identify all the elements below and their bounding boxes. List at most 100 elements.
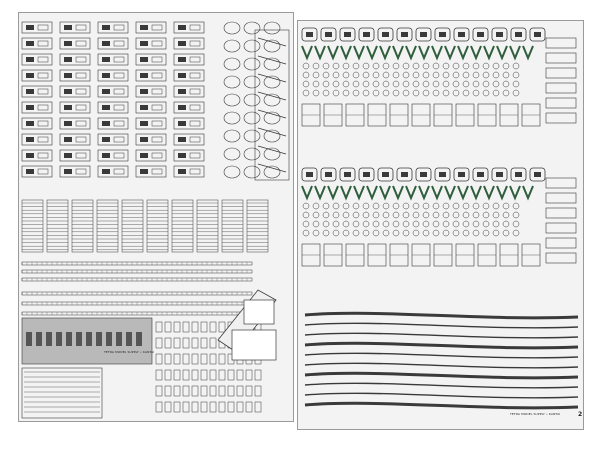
etched-part bbox=[37, 88, 49, 95]
deck-block bbox=[126, 332, 132, 346]
etched-part bbox=[21, 149, 53, 162]
deck-block bbox=[46, 332, 52, 346]
etched-part bbox=[173, 321, 181, 333]
etched-part bbox=[415, 27, 432, 42]
etched-part bbox=[102, 121, 110, 126]
etched-part bbox=[332, 89, 340, 97]
etched-part bbox=[402, 71, 410, 79]
etched-part bbox=[64, 137, 72, 142]
etched-part bbox=[442, 220, 450, 228]
etched-part bbox=[332, 229, 340, 237]
etched-part bbox=[453, 167, 470, 182]
etched-part bbox=[140, 153, 148, 158]
green-part bbox=[327, 185, 339, 201]
etched-part bbox=[236, 401, 244, 413]
railing-panel bbox=[21, 199, 44, 253]
etched-part bbox=[263, 129, 281, 143]
etched-part bbox=[472, 71, 480, 79]
etched-part bbox=[512, 211, 520, 219]
etched-part bbox=[189, 152, 201, 159]
etched-part bbox=[26, 105, 34, 110]
etched-part bbox=[200, 321, 208, 333]
etched-part bbox=[64, 121, 72, 126]
etched-part bbox=[302, 80, 310, 88]
etched-part bbox=[382, 89, 390, 97]
etched-part bbox=[178, 57, 186, 62]
etched-part bbox=[21, 85, 53, 98]
railing-panel bbox=[71, 199, 94, 253]
etched-part bbox=[243, 111, 261, 125]
etched-part bbox=[254, 369, 262, 381]
etched-part bbox=[245, 401, 253, 413]
etched-part bbox=[322, 202, 330, 210]
etched-part bbox=[254, 401, 262, 413]
etched-part bbox=[534, 32, 541, 37]
angled-structure bbox=[243, 299, 275, 325]
etched-part bbox=[209, 401, 217, 413]
etched-part bbox=[64, 105, 72, 110]
etched-part bbox=[412, 71, 420, 79]
etched-part bbox=[178, 41, 186, 46]
long-curved-strip bbox=[304, 392, 579, 399]
etched-part bbox=[332, 220, 340, 228]
green-part bbox=[483, 45, 495, 61]
etched-part bbox=[545, 67, 577, 79]
etched-part bbox=[178, 153, 186, 158]
etched-part bbox=[492, 80, 500, 88]
etched-part bbox=[332, 71, 340, 79]
etched-part bbox=[209, 353, 217, 365]
etched-part bbox=[402, 211, 410, 219]
etched-part bbox=[491, 167, 508, 182]
etched-part bbox=[396, 167, 413, 182]
etched-part bbox=[257, 145, 287, 155]
long-curved-strip bbox=[304, 322, 579, 329]
long-curved-strip bbox=[304, 332, 579, 339]
etched-part bbox=[322, 62, 330, 70]
etched-part bbox=[358, 27, 375, 42]
etched-part bbox=[472, 202, 480, 210]
etched-part bbox=[545, 177, 577, 189]
etched-part bbox=[372, 202, 380, 210]
etched-part bbox=[113, 24, 125, 31]
etched-part bbox=[302, 211, 310, 219]
etched-part bbox=[412, 80, 420, 88]
green-part bbox=[431, 45, 443, 61]
etched-part bbox=[415, 167, 432, 182]
etched-part bbox=[21, 21, 53, 34]
etched-part bbox=[21, 53, 53, 66]
green-part bbox=[314, 45, 326, 61]
etched-part bbox=[422, 229, 430, 237]
etched-part bbox=[59, 133, 91, 146]
etched-part bbox=[312, 220, 320, 228]
etched-part bbox=[432, 220, 440, 228]
etched-part bbox=[140, 25, 148, 30]
etched-part bbox=[151, 24, 163, 31]
etched-part bbox=[382, 62, 390, 70]
etched-part bbox=[21, 165, 53, 178]
etched-part bbox=[352, 71, 360, 79]
etched-part bbox=[37, 120, 49, 127]
etched-part bbox=[502, 220, 510, 228]
etched-part bbox=[402, 89, 410, 97]
etched-part bbox=[200, 385, 208, 397]
etched-part bbox=[442, 211, 450, 219]
etched-part bbox=[382, 202, 390, 210]
etched-part bbox=[392, 71, 400, 79]
etched-part bbox=[412, 220, 420, 228]
etched-part bbox=[312, 211, 320, 219]
etched-part bbox=[75, 72, 87, 79]
etched-part bbox=[135, 85, 167, 98]
etched-part bbox=[492, 202, 500, 210]
etched-part bbox=[352, 80, 360, 88]
etched-part bbox=[263, 165, 281, 179]
etched-part bbox=[462, 80, 470, 88]
etched-part bbox=[75, 88, 87, 95]
etched-part bbox=[512, 89, 520, 97]
etched-part bbox=[64, 73, 72, 78]
green-part bbox=[405, 45, 417, 61]
etched-part bbox=[492, 211, 500, 219]
etched-part bbox=[302, 71, 310, 79]
etched-part bbox=[545, 82, 577, 94]
etched-part bbox=[227, 401, 235, 413]
green-part bbox=[522, 185, 534, 201]
